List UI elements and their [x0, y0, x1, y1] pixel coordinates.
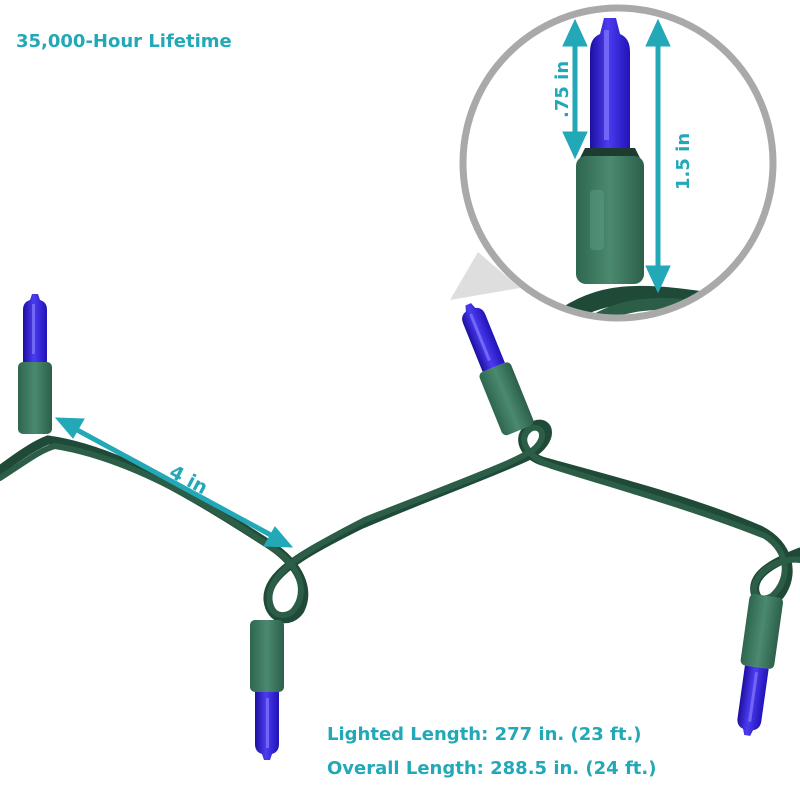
zoom-detail-circle [459, 4, 777, 322]
light-bulb [737, 594, 784, 736]
lifetime-caption: 35,000-Hour Lifetime [16, 31, 232, 52]
light-bulb [250, 620, 284, 760]
total-length-arrow [645, 18, 671, 294]
overall-length-caption: Overall Length: 288.5 in. (24 ft.) [327, 758, 657, 779]
wire-strand [0, 419, 800, 624]
lighted-length-caption: Lighted Length: 277 in. (23 ft.) [327, 724, 642, 745]
spacing-dimension-arrow [54, 417, 294, 548]
total-length-label: 1.5 in [673, 133, 694, 190]
zoom-callout-pointer [450, 252, 520, 300]
light-bulb [18, 294, 52, 434]
light-bulb [462, 303, 534, 436]
tip-length-arrow [562, 18, 588, 160]
tip-length-label: .75 in [552, 61, 573, 118]
